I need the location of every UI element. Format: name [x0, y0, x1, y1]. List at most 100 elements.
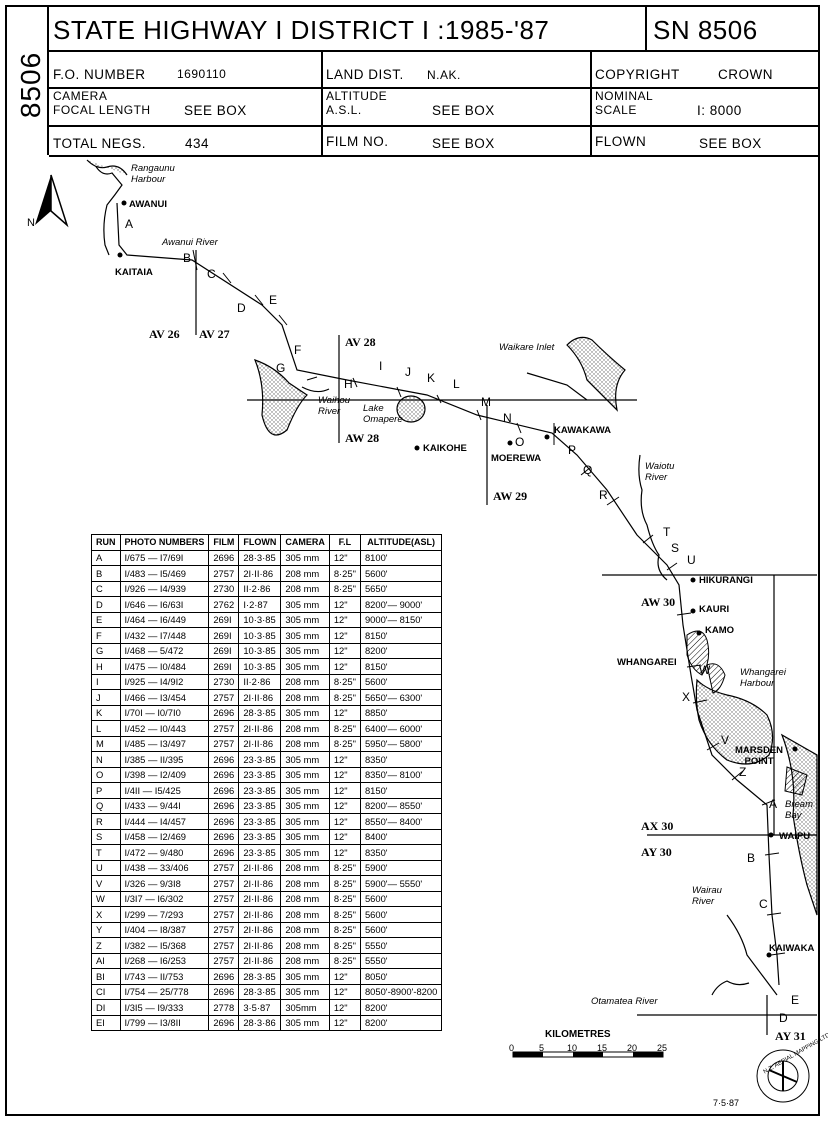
header-col-rule	[590, 50, 592, 155]
table-cell: I/475 — I0/484	[119, 658, 210, 675]
table-cell: 8850'	[359, 704, 443, 721]
col-altitude: ALTITUDE(ASL)	[359, 534, 443, 551]
table-cell: 305 mm	[280, 549, 330, 566]
table-cell: 2696	[208, 766, 240, 783]
table-cell: I/646 — I6/63I	[119, 596, 210, 613]
header-grid: STATE HIGHWAY I DISTRICT I :1985-'87 SN …	[49, 7, 818, 155]
col-camera: CAMERA	[280, 534, 330, 551]
table-cell: 8·25"	[328, 906, 361, 923]
table-cell: 6400'— 6000'	[359, 720, 443, 737]
scale-tick: 20	[627, 1043, 638, 1053]
table-cell: 2730	[208, 580, 240, 597]
grid-label-av26: AV 26	[149, 327, 180, 341]
run-letter: R	[599, 488, 608, 502]
run-letter: W	[699, 663, 711, 677]
place-lake-omapere: Lake Omapere	[363, 403, 403, 425]
scale-tick: 25	[657, 1043, 668, 1053]
table-cell: 23·3·85	[238, 766, 282, 783]
negs-label: TOTAL NEGS.	[53, 136, 147, 151]
survey-number: SN 8506	[653, 15, 758, 45]
run-letter: X	[682, 690, 691, 704]
col-run: RUN	[91, 534, 121, 551]
table-cell: 2I·II·86	[238, 565, 282, 582]
table-cell: 10·3·85	[238, 642, 282, 659]
table-cell: I/485 — I3/497	[119, 735, 210, 752]
header-rule	[49, 125, 818, 127]
table-cell: DI	[91, 999, 121, 1016]
run-letter: A	[125, 217, 134, 231]
run-letter: D	[779, 1011, 788, 1025]
table-cell: 3·5·87	[238, 999, 282, 1016]
col-fl: F.L	[328, 534, 361, 551]
header-rule	[49, 50, 818, 52]
table-cell: 8·25"	[328, 673, 361, 690]
table-cell: 2757	[208, 952, 240, 969]
table-cell: 8200'— 8550'	[359, 797, 443, 814]
table-cell: 305 mm	[280, 766, 330, 783]
table-cell: 305 mm	[280, 782, 330, 799]
table-cell: V	[91, 875, 121, 892]
place-marsden-point: MARSDEN POINT	[735, 745, 784, 767]
map-sheet: 8506 STATE HIGHWAY I DISTRICT I :1985-'8…	[5, 5, 828, 1116]
land-value: N.AK.	[427, 68, 461, 82]
copyright-value: CROWN	[718, 67, 773, 82]
run-letter: F	[294, 343, 302, 357]
table-cell: L	[91, 720, 121, 737]
table-cell: I/925 — I4/9I2	[119, 673, 210, 690]
table-cell: 12"	[328, 968, 361, 985]
scale-tick: 15	[597, 1043, 608, 1053]
asl-value: SEE BOX	[432, 103, 495, 118]
map-area: N Rangaunu Harbour AWANUI Awanui River K…	[7, 155, 828, 1114]
table-cell: 2696	[208, 797, 240, 814]
table-cell: 208 mm	[280, 906, 330, 923]
table-cell: 9000'— 8150'	[359, 611, 443, 628]
town-markers	[117, 200, 798, 958]
table-cell: 12"	[328, 1014, 361, 1031]
grid-label-ax30: AX 30	[641, 819, 674, 833]
negs-value: 434	[185, 136, 210, 151]
scale-label: SCALE	[595, 103, 637, 117]
place-waikare-inlet: Waikare Inlet	[499, 342, 555, 353]
table-cell: B	[91, 565, 121, 582]
sheet-code: 8506	[15, 51, 47, 119]
place-bream-bay: Bream Bay	[785, 799, 813, 821]
table-cell: 208 mm	[280, 875, 330, 892]
table-cell: 8·25"	[328, 952, 361, 969]
place-wairau-river: Wairau River	[692, 885, 722, 907]
place-awanui-river: Awanui River	[162, 237, 218, 248]
table-cell: 12"	[328, 782, 361, 799]
table-cell: 12"	[328, 813, 361, 830]
table-cell: I/3I5 — I9/333	[119, 999, 210, 1016]
table-cell: 2I·II·86	[238, 720, 282, 737]
table-cell: 208 mm	[280, 565, 330, 582]
place-waiotu-river: Waiotu River	[645, 461, 675, 483]
table-cell: I/452 — I0/443	[119, 720, 210, 737]
table-cell: 2696	[208, 968, 240, 985]
table-cell: 305 mm	[280, 844, 330, 861]
asl-label: A.S.L.	[326, 103, 362, 117]
header-rule	[49, 87, 818, 89]
table-cell: 2696	[208, 813, 240, 830]
table-cell: I/433 — 9/44I	[119, 797, 210, 814]
table-cell: 8200'	[359, 1014, 443, 1031]
table-cell: 8·25"	[328, 565, 361, 582]
table-cell: N	[91, 751, 121, 768]
table-cell: 305 mm	[280, 596, 330, 613]
scale-tick: 10	[567, 1043, 578, 1053]
table-cell: 305 mm	[280, 627, 330, 644]
table-cell: 208 mm	[280, 720, 330, 737]
table-cell: I/466 — I3/454	[119, 689, 210, 706]
table-cell: 2696	[208, 844, 240, 861]
table-cell: 208 mm	[280, 735, 330, 752]
table-cell: 23·3·85	[238, 844, 282, 861]
table-header-row: RUN PHOTO NUMBERS FILM FLOWN CAMERA F.L …	[91, 534, 443, 551]
table-cell: 269I	[208, 611, 240, 628]
